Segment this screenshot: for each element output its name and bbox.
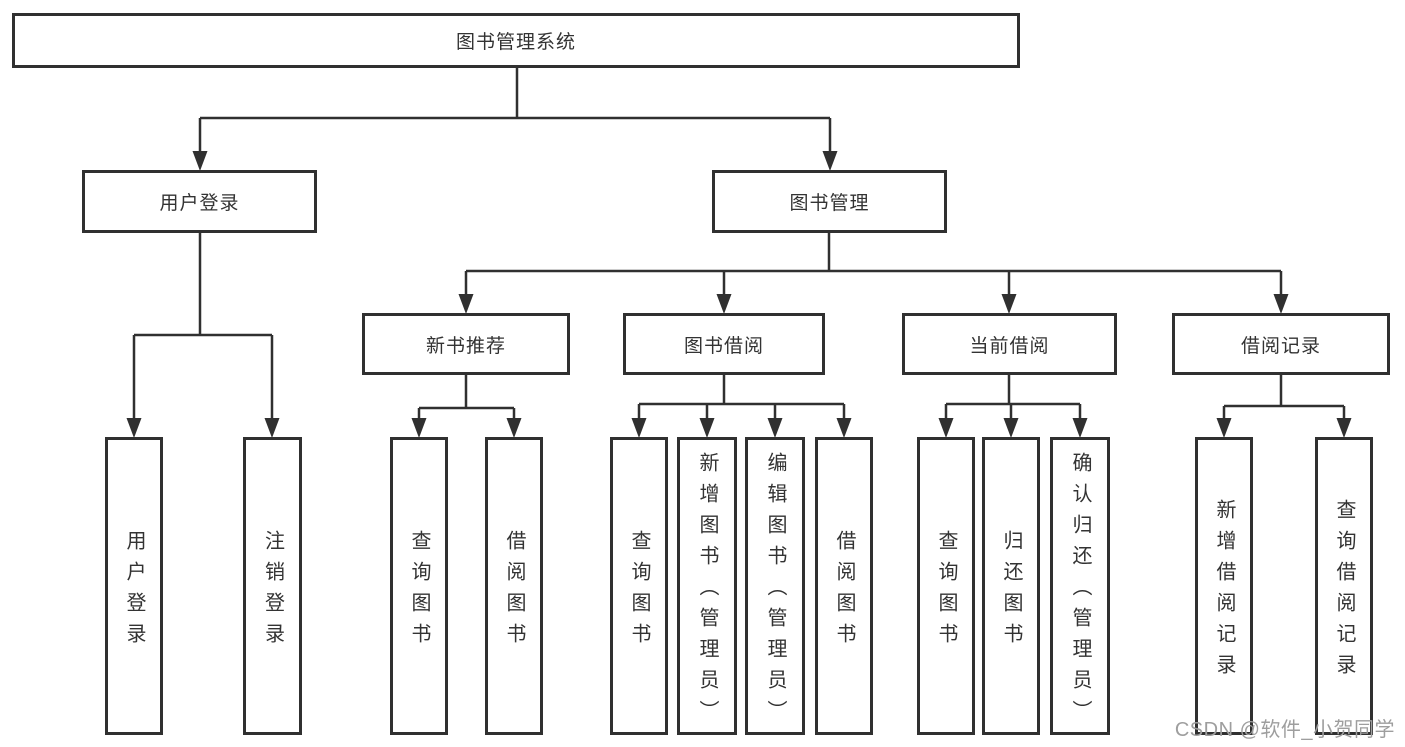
- leaf-user-login-label: 用户登录: [123, 529, 145, 654]
- leaf-current-confirm-return-admin-label: 确认归还（管理员）: [1069, 452, 1091, 731]
- arrowhead-current-borrow: [1001, 294, 1017, 314]
- connector-bookmgmt-to-level3: [464, 233, 1283, 296]
- arrowhead-leaf-cb-return: [1003, 418, 1019, 438]
- leaf-borrow-add-book-admin: 新增图书（管理员）: [677, 437, 737, 735]
- leaf-borrow-add-book-admin-label: 新增图书（管理员）: [696, 452, 718, 731]
- connector-newbook-to-leaves: [417, 375, 516, 420]
- leaf-borrow-borrow-book: 借阅图书: [815, 437, 873, 735]
- leaf-user-login: 用户登录: [105, 437, 163, 735]
- connector-bookborrow-to-leaves: [637, 375, 846, 420]
- leaf-records-add-record-label: 新增借阅记录: [1213, 498, 1235, 685]
- leaf-current-return-book: 归还图书: [982, 437, 1040, 735]
- leaf-records-add-record: 新增借阅记录: [1195, 437, 1253, 735]
- node-borrow-records: 借阅记录: [1172, 313, 1390, 375]
- node-borrow-records-label: 借阅记录: [1240, 335, 1321, 357]
- leaf-records-query-record-label: 查询借阅记录: [1333, 498, 1355, 685]
- node-book-management: 图书管理: [712, 170, 947, 233]
- leaf-borrow-edit-book-admin: 编辑图书（管理员）: [745, 437, 805, 735]
- arrowhead-leaf-nb-query: [411, 418, 427, 438]
- node-current-borrow: 当前借阅: [902, 313, 1117, 375]
- arrowhead-new-book-recommend: [458, 294, 474, 314]
- leaf-newbook-borrow-book-label: 借阅图书: [503, 529, 525, 654]
- arrowhead-leaf-cb-confirm: [1072, 418, 1088, 438]
- csdn-watermark: CSDN @软件_小贺同学: [1174, 719, 1395, 741]
- arrowhead-leaf-br-query: [1336, 418, 1352, 438]
- leaf-borrow-query-book-label: 查询图书: [628, 529, 650, 654]
- arrowhead-leaf-logout: [264, 418, 280, 438]
- arrowhead-leaf-bb-edit: [767, 418, 783, 438]
- connector-root-to-level2: [198, 68, 832, 153]
- node-book-borrow-label: 图书借阅: [683, 335, 764, 357]
- arrowhead-user-login: [192, 151, 208, 171]
- node-user-login: 用户登录: [82, 170, 317, 233]
- leaf-borrow-query-book: 查询图书: [610, 437, 668, 735]
- connector-currentborrow-to-leaves: [944, 375, 1082, 420]
- leaf-current-query-book: 查询图书: [917, 437, 975, 735]
- leaf-newbook-query-book: 查询图书: [390, 437, 448, 735]
- node-book-management-label: 图书管理: [789, 193, 870, 214]
- node-root: 图书管理系统: [12, 13, 1020, 68]
- arrowhead-book-management: [822, 151, 838, 171]
- node-new-book-recommend-label: 新书推荐: [425, 335, 506, 357]
- leaf-logout-label: 注销登录: [261, 529, 284, 654]
- leaf-borrow-edit-book-admin-label: 编辑图书（管理员）: [764, 452, 786, 731]
- arrowhead-leaf-bb-add: [699, 418, 715, 438]
- node-current-borrow-label: 当前借阅: [969, 335, 1050, 357]
- leaf-current-confirm-return-admin: 确认归还（管理员）: [1050, 437, 1110, 735]
- arrowhead-leaf-cb-query: [938, 418, 954, 438]
- leaf-borrow-borrow-book-label: 借阅图书: [833, 529, 855, 654]
- arrowhead-leaf-login: [126, 418, 142, 438]
- arrowhead-leaf-bb-borrow: [836, 418, 852, 438]
- leaf-current-query-book-label: 查询图书: [935, 529, 957, 654]
- leaf-newbook-query-book-label: 查询图书: [408, 529, 430, 654]
- arrowhead-borrow-records: [1273, 294, 1289, 314]
- node-book-borrow: 图书借阅: [623, 313, 825, 375]
- arrowhead-leaf-nb-borrow: [506, 418, 522, 438]
- arrowhead-leaf-bb-query: [631, 418, 647, 438]
- node-root-label: 图书管理系统: [455, 32, 576, 53]
- arrowhead-book-borrow: [716, 294, 732, 314]
- leaf-records-query-record: 查询借阅记录: [1315, 437, 1373, 735]
- leaf-logout: 注销登录: [243, 437, 302, 735]
- node-user-login-label: 用户登录: [159, 193, 240, 214]
- connector-userlogin-to-leaves: [132, 233, 274, 420]
- node-new-book-recommend: 新书推荐: [362, 313, 570, 375]
- leaf-newbook-borrow-book: 借阅图书: [485, 437, 543, 735]
- arrowhead-leaf-br-add: [1216, 418, 1232, 438]
- connector-borrowrecords-to-leaves: [1222, 375, 1346, 420]
- leaf-current-return-book-label: 归还图书: [1000, 529, 1022, 654]
